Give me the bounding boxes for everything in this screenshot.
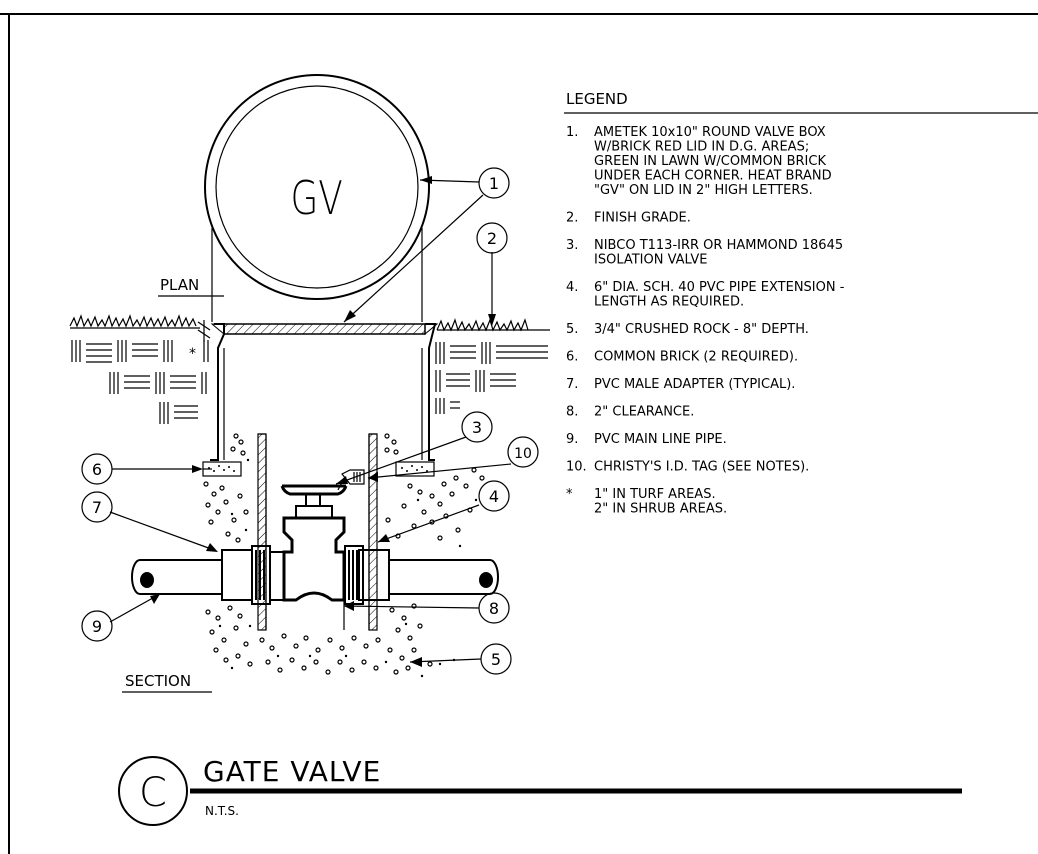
legend-item-number: 8.	[566, 405, 578, 420]
legend-item-number: 4.	[566, 280, 578, 295]
svg-text:3: 3	[472, 418, 482, 437]
legend-item-number: 6.	[566, 350, 578, 365]
svg-text:6: 6	[92, 460, 102, 479]
legend-item-number: 5.	[566, 322, 578, 337]
callout-10: 10	[507, 436, 539, 468]
valve-box-lid-outer	[204, 74, 430, 300]
detail-letter: C	[139, 770, 167, 816]
svg-text:4: 4	[489, 487, 499, 506]
svg-text:5: 5	[491, 650, 501, 669]
svg-text:1: 1	[489, 174, 499, 193]
title-block: C GATE VALVE N.T.S.	[118, 755, 962, 826]
legend-item-text: CHRISTY'S I.D. TAG (SEE NOTES).	[594, 460, 809, 475]
depth-mark: *	[189, 346, 196, 362]
callout-2: 2	[476, 222, 508, 254]
legend-item-number: 3.	[566, 238, 578, 253]
soil-right	[435, 342, 548, 414]
valve-box-body	[210, 323, 437, 461]
callout-6: 6	[81, 453, 113, 485]
callout-9: 9	[81, 610, 113, 642]
leader-arrows	[150, 176, 496, 667]
gate-valve	[270, 484, 348, 602]
main-line-pipe	[131, 559, 499, 595]
pvc-extension-pipe	[257, 433, 378, 631]
legend-item: 10. CHRISTY'S I.D. TAG (SEE NOTES).	[566, 460, 809, 475]
legend-item-text: UNDER EACH CORNER. HEAT BRAND	[594, 169, 832, 184]
scale-note: N.T.S.	[205, 804, 239, 818]
section-view: *	[69, 167, 550, 693]
legend: LEGEND 1. AMETEK 10x10" ROUND VALVE BOXW/…	[564, 90, 1038, 517]
valve-box-lid	[223, 323, 426, 335]
sheet-frame	[0, 13, 1038, 854]
legend-item-number: 1.	[566, 125, 578, 140]
legend-item-text: GREEN IN LAWN W/COMMON BRICK	[594, 154, 826, 169]
svg-text:2: 2	[487, 229, 497, 248]
legend-item-text: 3/4" CRUSHED ROCK - 8" DEPTH.	[594, 322, 809, 337]
turf-left	[69, 314, 197, 328]
detail-title: GATE VALVE	[203, 755, 381, 788]
svg-text:9: 9	[92, 617, 102, 636]
legend-item-text: ISOLATION VALVE	[594, 253, 707, 268]
legend-item-text: 2" IN SHRUB AREAS.	[594, 502, 727, 517]
svg-text:10: 10	[514, 446, 532, 462]
legend-item-number: 10.	[566, 460, 587, 475]
male-adapters	[221, 545, 390, 605]
callout-8: 8	[478, 592, 510, 624]
section-view-label: SECTION	[125, 672, 191, 690]
callout-7: 7	[81, 491, 113, 523]
callout-1: 1	[478, 167, 510, 199]
legend-item-number: 7.	[566, 377, 578, 392]
legend-item-text: AMETEK 10x10" ROUND VALVE BOX	[594, 125, 826, 140]
legend-item-number: *	[566, 487, 573, 502]
legend-item: 4. 6" DIA. SCH. 40 PVC PIPE EXTENSION -LE…	[566, 280, 845, 310]
detail-letter-bubble	[118, 756, 188, 826]
legend-item-text: FINISH GRADE.	[594, 211, 691, 226]
depth-dimension	[197, 320, 211, 342]
plan-view: GV PLAN	[158, 74, 430, 322]
valve-box-lid-inner	[215, 85, 419, 289]
legend-heading: LEGEND	[566, 90, 628, 108]
legend-item: 2. FINISH GRADE.	[566, 211, 691, 226]
legend-item: 9. PVC MAIN LINE PIPE.	[566, 432, 727, 447]
legend-item: * 1" IN TURF AREAS.2" IN SHRUB AREAS.	[566, 487, 727, 517]
legend-item: 3. NIBCO T113-IRR OR HAMMOND 18645ISOLATI…	[566, 238, 843, 268]
svg-text:8: 8	[489, 599, 499, 618]
legend-item-number: 9.	[566, 432, 578, 447]
callout-5: 5	[480, 643, 512, 675]
legend-item-text: 6" DIA. SCH. 40 PVC PIPE EXTENSION -	[594, 280, 845, 295]
legend-item: 6. COMMON BRICK (2 REQUIRED).	[566, 350, 798, 365]
legend-item-text: PVC MAIN LINE PIPE.	[594, 432, 727, 447]
legend-item-text: COMMON BRICK (2 REQUIRED).	[594, 350, 798, 365]
leader-lines	[109, 179, 512, 663]
legend-item-text: "GV" ON LID IN 2" HIGH LETTERS.	[594, 183, 813, 198]
legend-item-text: W/BRICK RED LID IN D.G. AREAS;	[594, 140, 809, 155]
svg-text:7: 7	[92, 498, 102, 517]
callout-3: 3	[461, 411, 493, 443]
turf-right	[436, 318, 529, 332]
callout-4: 4	[478, 480, 510, 512]
legend-item-number: 2.	[566, 211, 578, 226]
crushed-rock	[203, 433, 485, 675]
legend-item: 8. 2" CLEARANCE.	[566, 405, 694, 420]
brick-right	[395, 461, 435, 477]
legend-item: 5. 3/4" CRUSHED ROCK - 8" DEPTH.	[566, 322, 809, 337]
soil-left	[71, 340, 209, 424]
legend-item-text: 2" CLEARANCE.	[594, 405, 694, 420]
legend-item-text: NIBCO T113-IRR OR HAMMOND 18645	[594, 238, 843, 253]
lid-label: GV	[291, 172, 343, 226]
legend-item-text: 1" IN TURF AREAS.	[594, 487, 716, 502]
plan-view-label: PLAN	[160, 276, 199, 294]
legend-item-text: LENGTH AS REQUIRED.	[594, 295, 744, 310]
legend-item-text: PVC MALE ADAPTER (TYPICAL).	[594, 377, 795, 392]
legend-item: 7. PVC MALE ADAPTER (TYPICAL).	[566, 377, 795, 392]
